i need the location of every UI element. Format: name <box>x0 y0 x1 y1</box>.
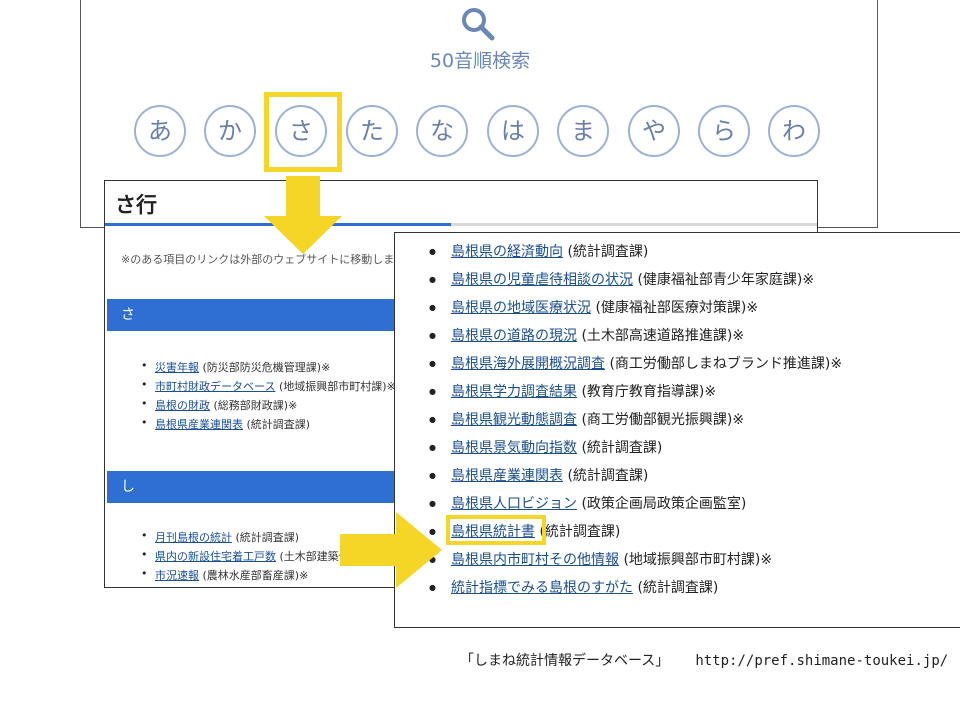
item-dept: (統計調査課) <box>637 580 719 596</box>
item-link[interactable]: 島根県内市町村その他情報 <box>451 552 619 568</box>
kana-button-wa[interactable]: わ <box>768 105 820 157</box>
item-dept: (健康福祉部青少年家庭課)※ <box>637 272 815 288</box>
list-item: 統計指標でみる島根のすがた (統計調査課) <box>427 575 842 603</box>
item-link[interactable]: 島根県産業連関表 <box>451 468 563 484</box>
statistics-list: 島根県の経済動向 (統計調査課) 島根県の児童虐待相談の状況 (健康福祉部青少年… <box>427 239 842 603</box>
right-arrow-icon <box>340 512 442 588</box>
item-link[interactable]: 災害年報 <box>155 361 199 374</box>
list-item: 島根県産業連関表 (統計調査課) <box>141 416 396 435</box>
item-link[interactable]: 県内の新設住宅着工戸数 <box>155 550 276 563</box>
list-item: 島根県の道路の現況 (土木部高速道路推進課)※ <box>427 323 842 351</box>
item-dept: (農林水産部畜産課)※ <box>202 569 309 582</box>
list-item: 災害年報 (防災部防災危機管理課)※ <box>141 359 396 378</box>
list-item: 島根県の経済動向 (統計調査課) <box>427 239 842 267</box>
item-link[interactable]: 島根県学力調査結果 <box>451 384 577 400</box>
item-link[interactable]: 市町村財政データベース <box>155 380 276 393</box>
item-dept: (統計調査課) <box>246 418 311 431</box>
search-icon <box>462 8 495 41</box>
selected-kana-highlight <box>264 92 342 172</box>
list-item: 島根県観光動態調査 (商工労働部観光振興課)※ <box>427 407 842 435</box>
list-item: 市町村財政データベース (地域振興部市町村課)※ <box>141 378 396 397</box>
list-item: 島根県の児童虐待相談の状況 (健康福祉部青少年家庭課)※ <box>427 267 842 295</box>
list-item-highlighted: 島根県統計書 (統計調査課) <box>427 519 842 547</box>
list-item: 県内の新設住宅着工戸数 (土木部建築住 <box>141 548 350 567</box>
kana-button-ta[interactable]: た <box>346 105 398 157</box>
item-link[interactable]: 島根県産業連関表 <box>155 418 243 431</box>
item-link[interactable]: 島根県の道路の現況 <box>451 328 577 344</box>
kana-button-ka[interactable]: か <box>204 105 256 157</box>
list-item: 島根の財政 (総務部財政課)※ <box>141 397 396 416</box>
kana-button-sa[interactable]: さ <box>275 105 327 157</box>
item-link[interactable]: 統計指標でみる島根のすがた <box>451 580 633 596</box>
item-link[interactable]: 島根県観光動態調査 <box>451 412 577 428</box>
item-link[interactable]: 島根県景気動向指数 <box>451 440 577 456</box>
item-dept: (統計調査課) <box>567 468 649 484</box>
item-link[interactable]: 島根県海外展開概況調査 <box>451 356 605 372</box>
item-dept: (地域振興部市町村課)※ <box>278 380 396 393</box>
item-dept: (統計調査課) <box>581 440 663 456</box>
item-link[interactable]: 島根の財政 <box>155 399 210 412</box>
list-item: 島根県産業連関表 (統計調査課) <box>427 463 842 491</box>
section-header-sa: さ <box>107 299 407 331</box>
item-dept: (総務部財政課)※ <box>213 399 298 412</box>
database-url[interactable]: http://pref.shimane-toukei.jp/ <box>695 653 949 669</box>
item-dept: (地域振興部市町村課)※ <box>623 552 773 568</box>
item-link-shimane-statistics-book[interactable]: 島根県統計書 <box>451 524 535 540</box>
kana-button-ya[interactable]: や <box>628 105 680 157</box>
list-item: 島根県海外展開概況調査 (商工労働部しまねブランド推進課)※ <box>427 351 842 379</box>
section-list-sa: 災害年報 (防災部防災危機管理課)※ 市町村財政データベース (地域振興部市町村… <box>141 359 396 435</box>
item-link[interactable]: 島根県人口ビジョン <box>451 496 577 512</box>
section-header-shi: し <box>107 471 407 503</box>
section-list-shi: 月刊島根の統計 (統計調査課) 県内の新設住宅着工戸数 (土木部建築住 市況速報… <box>141 529 350 586</box>
item-dept: (土木部高速道路推進課)※ <box>581 328 745 344</box>
item-dept: (統計調査課) <box>567 244 649 260</box>
footer-caption: 「しまね統計情報データベース」 http://pref.shimane-touke… <box>460 650 948 670</box>
kana-button-na[interactable]: な <box>416 105 468 157</box>
list-item: 市況速報 (農林水産部畜産課)※ <box>141 567 350 586</box>
list-item: 島根県人口ビジョン (政策企画局政策企画監室) <box>427 491 842 519</box>
search-title: 50音順検索 <box>429 50 531 72</box>
selected-item-highlight <box>446 515 546 545</box>
item-dept: (統計調査課) <box>539 524 621 540</box>
kana-button-a[interactable]: あ <box>134 105 186 157</box>
item-dept: (商工労働部観光振興課)※ <box>581 412 745 428</box>
list-item: 島根県学力調査結果 (教育庁教育指導課)※ <box>427 379 842 407</box>
item-link[interactable]: 市況速報 <box>155 569 199 582</box>
item-dept: (土木部建築住 <box>279 550 350 563</box>
page-title: さ行 <box>115 193 157 217</box>
item-dept: (商工労働部しまねブランド推進課)※ <box>609 356 843 372</box>
item-dept: (政策企画局政策企画監室) <box>581 496 747 512</box>
item-link[interactable]: 月刊島根の統計 <box>155 531 232 544</box>
item-dept: (健康福祉部医療対策課)※ <box>595 300 759 316</box>
list-item: 島根県景気動向指数 (統計調査課) <box>427 435 842 463</box>
kana-button-ra[interactable]: ら <box>698 105 750 157</box>
list-item: 島根県の地域医療状況 (健康福祉部医療対策課)※ <box>427 295 842 323</box>
kana-button-ha[interactable]: は <box>487 105 539 157</box>
title-underline-rest <box>451 223 817 226</box>
list-item: 月刊島根の統計 (統計調査課) <box>141 529 350 548</box>
external-link-note: ※のある項目のリンクは外部のウェブサイトに移動しま <box>121 253 395 266</box>
item-link[interactable]: 島根県の地域医療状況 <box>451 300 591 316</box>
database-name: 「しまね統計情報データベース」 <box>460 653 670 669</box>
item-dept: (教育庁教育指導課)※ <box>581 384 717 400</box>
item-link[interactable]: 島根県の経済動向 <box>451 244 563 260</box>
item-dept: (統計調査課) <box>235 531 300 544</box>
item-dept: (防災部防災危機管理課)※ <box>202 361 331 374</box>
item-link[interactable]: 島根県の児童虐待相談の状況 <box>451 272 633 288</box>
kana-button-ma[interactable]: ま <box>557 105 609 157</box>
statistics-list-panel: 島根県の経済動向 (統計調査課) 島根県の児童虐待相談の状況 (健康福祉部青少年… <box>394 232 960 628</box>
down-arrow-icon <box>264 176 342 254</box>
list-item: 島根県内市町村その他情報 (地域振興部市町村課)※ <box>427 547 842 575</box>
